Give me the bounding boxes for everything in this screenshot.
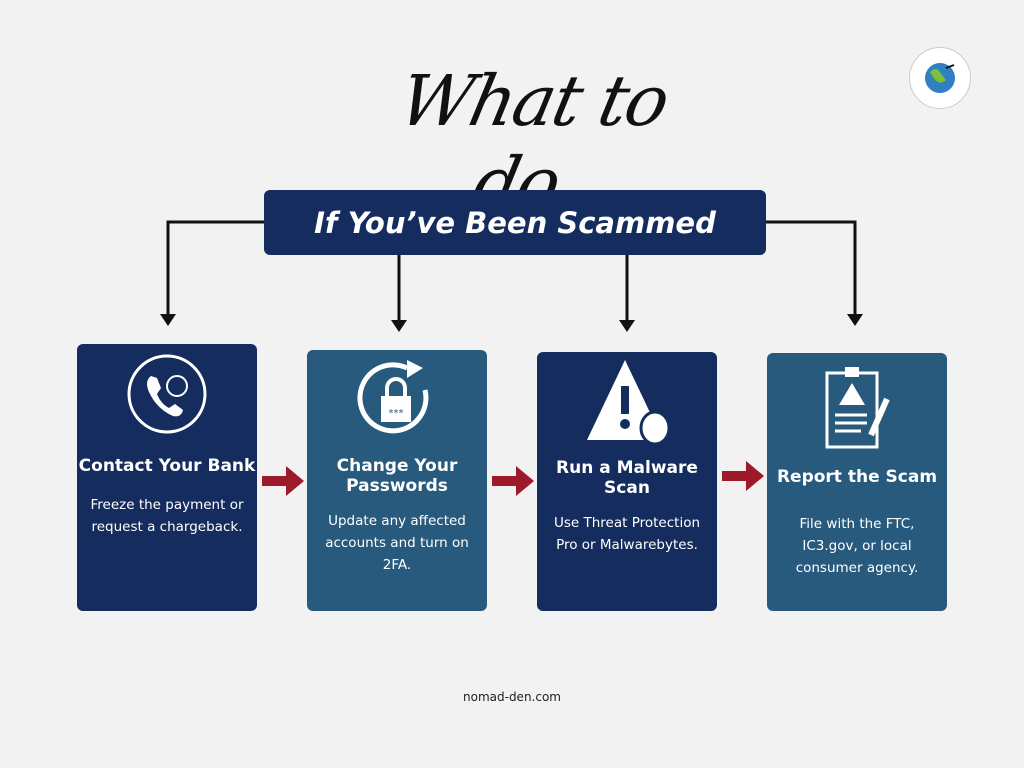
warning-bug-icon: [587, 360, 671, 446]
red-arrow: [262, 466, 304, 496]
step-title: Run a Malware Scan: [556, 458, 698, 498]
step-title: Report the Scam: [776, 467, 938, 487]
connector-right: [766, 220, 857, 318]
step-text: Update any affected accounts and turn on…: [325, 513, 469, 573]
arrowhead: [391, 320, 407, 332]
step-card-4: Report the Scam File with the FTC, IC3.g…: [767, 353, 947, 611]
lock-refresh-icon: ***: [357, 360, 429, 434]
connector-left: [166, 220, 264, 318]
step-card-3: Run a Malware Scan Use Threat Protection…: [537, 352, 717, 611]
banner: If You’ve Been Scammed: [264, 190, 766, 255]
step-text: Freeze the payment or request a chargeba…: [90, 497, 244, 535]
step-card-2: *** Change Your Passwords Update any aff…: [307, 350, 487, 611]
globe-icon: [925, 63, 955, 93]
clipboard-report-icon: [825, 367, 890, 449]
logo: [909, 47, 971, 109]
red-arrow: [722, 461, 764, 491]
step-title: Contact Your Bank: [78, 456, 256, 476]
red-arrow: [492, 466, 534, 496]
arrowhead: [619, 320, 635, 332]
step-card-1: Contact Your Bank Freeze the payment or …: [77, 344, 257, 611]
arrowhead: [160, 314, 176, 326]
step-title: Change Your Passwords: [336, 456, 458, 496]
step-text: File with the FTC, IC3.gov, or local con…: [795, 516, 919, 576]
footer-url: nomad-den.com: [463, 690, 561, 704]
step-text: Use Threat Protection Pro or Malwarebyte…: [553, 515, 701, 553]
phone-support-icon: [127, 354, 207, 434]
arrowhead: [847, 314, 863, 326]
svg-text:***: ***: [389, 408, 404, 419]
